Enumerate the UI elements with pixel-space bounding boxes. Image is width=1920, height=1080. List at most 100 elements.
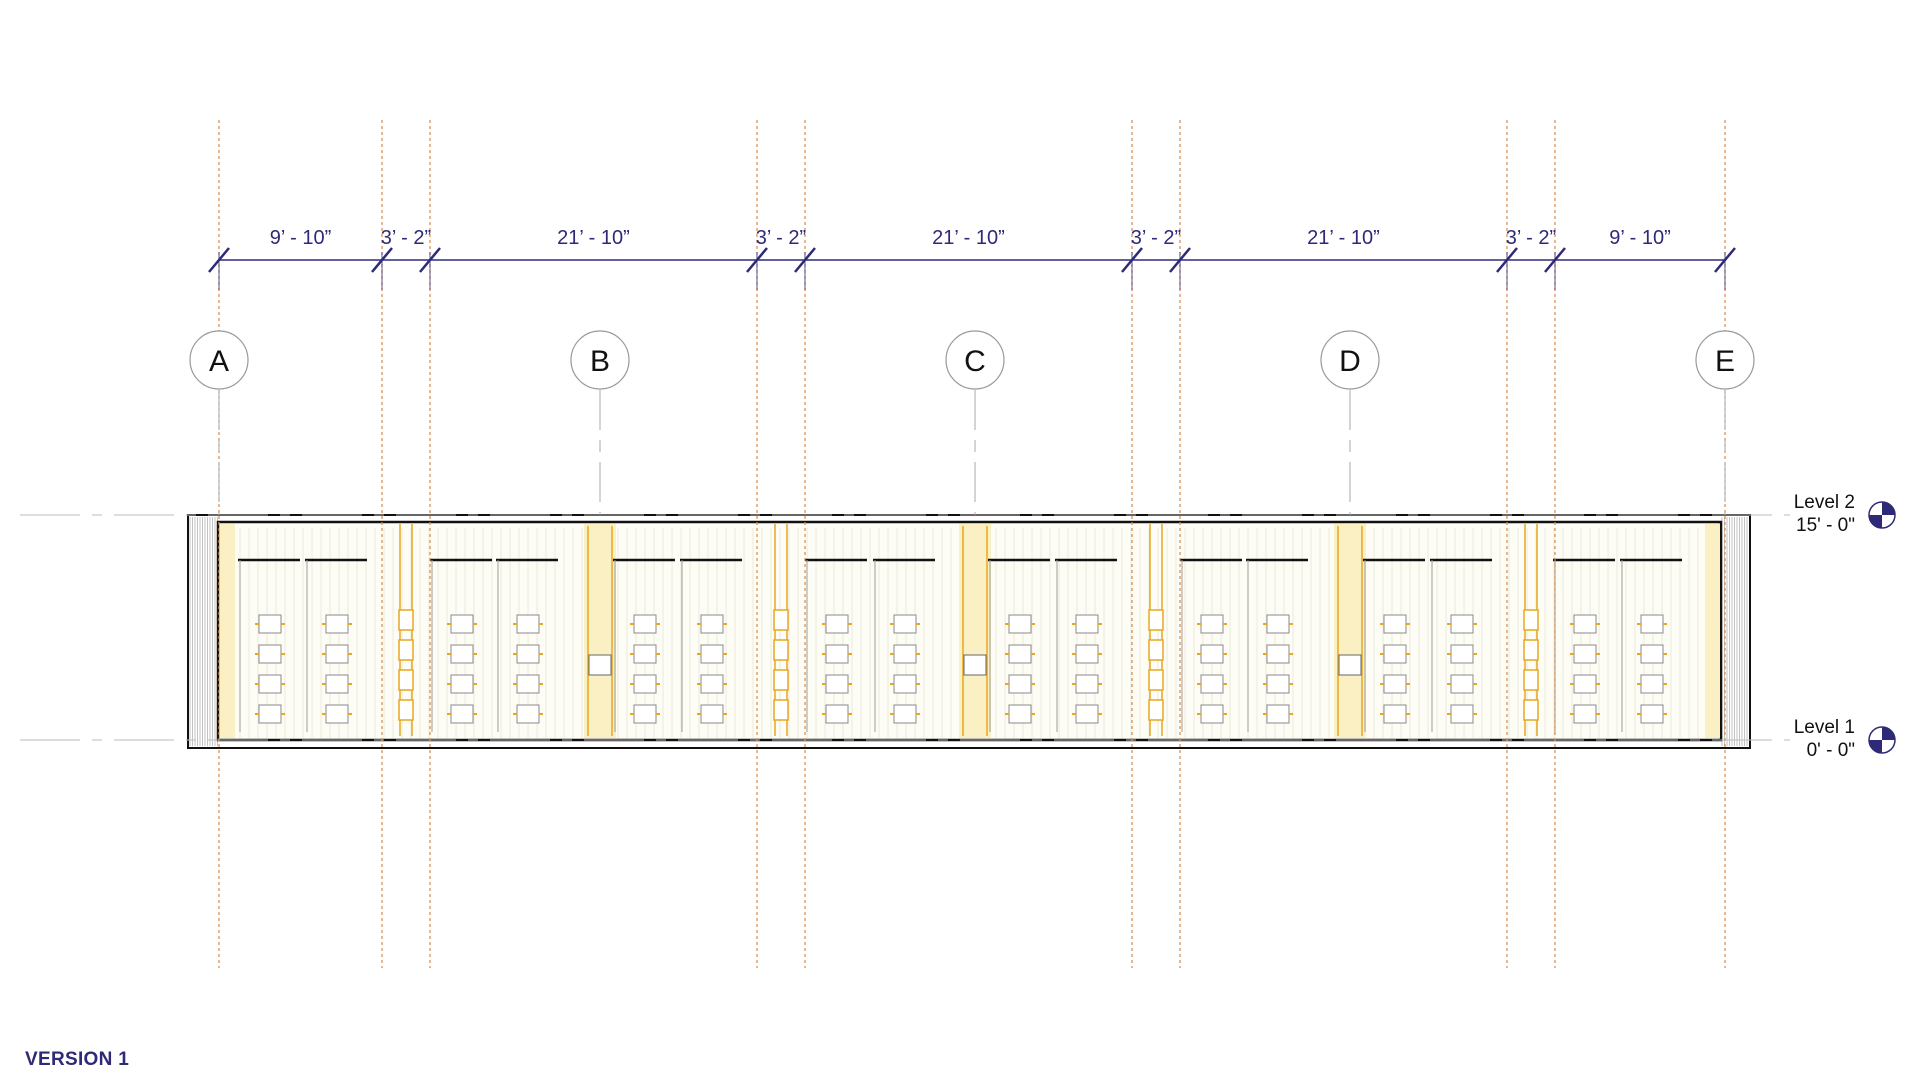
drawer-box xyxy=(1200,614,1224,634)
highlight-column xyxy=(220,524,235,738)
drawer-box xyxy=(893,674,917,694)
fixture-box xyxy=(1148,699,1164,721)
level-elevation: 0' - 0" xyxy=(1807,740,1855,761)
drawer-box xyxy=(1450,644,1474,664)
drawer-box xyxy=(450,644,474,664)
drawer-box xyxy=(1640,644,1664,664)
drawer-box xyxy=(1008,644,1032,664)
dimension-label: 9’ - 10” xyxy=(270,227,332,249)
drawer-box xyxy=(1266,614,1290,634)
dimension-label: 3’ - 2” xyxy=(1131,227,1181,249)
grid-label: C xyxy=(964,345,986,378)
drawer-box xyxy=(325,614,349,634)
drawer-box xyxy=(825,674,849,694)
drawer-box xyxy=(258,614,282,634)
drawer-box xyxy=(1450,614,1474,634)
drawer-box xyxy=(1008,674,1032,694)
drawer-box xyxy=(1640,704,1664,724)
drawer-box xyxy=(1383,614,1407,634)
drawer-box xyxy=(1266,674,1290,694)
drawer-box xyxy=(1200,644,1224,664)
drawer-box xyxy=(700,674,724,694)
drawer-box xyxy=(1008,704,1032,724)
drawer-box xyxy=(450,674,474,694)
level-target-quadrant xyxy=(1869,515,1882,528)
drawer-box xyxy=(893,704,917,724)
dimension-label: 21’ - 10” xyxy=(1307,227,1380,249)
fixture-box xyxy=(398,699,414,721)
grid-label: B xyxy=(590,345,610,378)
drawer-box xyxy=(633,644,657,664)
fixture-box xyxy=(1523,699,1539,721)
drawer-box xyxy=(1640,674,1664,694)
drawer-box xyxy=(825,614,849,634)
dimension-label: 3’ - 2” xyxy=(1506,227,1556,249)
level-target-quadrant xyxy=(1882,502,1895,515)
drawer-box xyxy=(325,644,349,664)
drawer-box xyxy=(258,674,282,694)
drawer-box xyxy=(1383,644,1407,664)
drawer-box xyxy=(450,614,474,634)
section-background xyxy=(187,514,1751,749)
grid-label: E xyxy=(1715,345,1735,378)
grid-bubble xyxy=(1695,330,1755,390)
drawer-box xyxy=(825,704,849,724)
level-target-quadrant xyxy=(1882,727,1895,740)
column-box xyxy=(588,654,612,676)
grid-bubble xyxy=(945,330,1005,390)
drawer-box xyxy=(1383,704,1407,724)
drawer-box xyxy=(1075,614,1099,634)
drawer-box xyxy=(1573,614,1597,634)
dimension-label: 21’ - 10” xyxy=(932,227,1005,249)
drawer-box xyxy=(516,704,540,724)
level-group: Level 215' - 0"Level 10' - 0" xyxy=(1794,492,1896,761)
dimension-label: 3’ - 2” xyxy=(381,227,431,249)
drawer-box xyxy=(258,704,282,724)
drawer-box xyxy=(633,614,657,634)
drawer-box xyxy=(1640,614,1664,634)
version-label: VERSION 1 xyxy=(25,1049,130,1070)
drawer-box xyxy=(1200,704,1224,724)
column-box xyxy=(1338,654,1362,676)
drawer-box xyxy=(325,704,349,724)
drawer-box xyxy=(1450,704,1474,724)
grid-bubble xyxy=(1320,330,1380,390)
fixture-box xyxy=(1523,639,1539,661)
drawer-box xyxy=(700,614,724,634)
grid-bubble xyxy=(570,330,630,390)
fixture-box xyxy=(398,639,414,661)
drawer-box xyxy=(1075,704,1099,724)
grid-label: D xyxy=(1339,345,1361,378)
drawer-box xyxy=(893,644,917,664)
drawer-box xyxy=(633,704,657,724)
drawer-box xyxy=(1573,674,1597,694)
drawer-box xyxy=(1075,644,1099,664)
level-name: Level 1 xyxy=(1794,717,1855,738)
drawer-box xyxy=(893,614,917,634)
dimension-string: 9’ - 10” 3’ - 2” 21’ - 10” 3’ - 2” 21’ - 10”… xyxy=(208,227,1736,290)
drawer-box xyxy=(1008,614,1032,634)
fixture-box xyxy=(1148,669,1164,691)
highlight-column xyxy=(584,524,616,738)
level-target-quadrant xyxy=(1869,740,1882,753)
drawer-box xyxy=(516,614,540,634)
drawer-box xyxy=(516,644,540,664)
fixture-box xyxy=(398,609,414,631)
drawer-box xyxy=(1450,674,1474,694)
grid-bubble xyxy=(189,330,249,390)
fixture-box xyxy=(773,669,789,691)
highlight-column xyxy=(1334,524,1366,738)
drawer-box xyxy=(700,704,724,724)
drawer-box xyxy=(633,674,657,694)
drawer-box xyxy=(1573,704,1597,724)
drawer-box xyxy=(325,674,349,694)
fixture-box xyxy=(398,669,414,691)
drawer-box xyxy=(1266,644,1290,664)
fixture-box xyxy=(773,639,789,661)
fixture-box xyxy=(1523,669,1539,691)
fixture-box xyxy=(773,609,789,631)
drawer-box xyxy=(700,644,724,664)
drawer-box xyxy=(450,704,474,724)
